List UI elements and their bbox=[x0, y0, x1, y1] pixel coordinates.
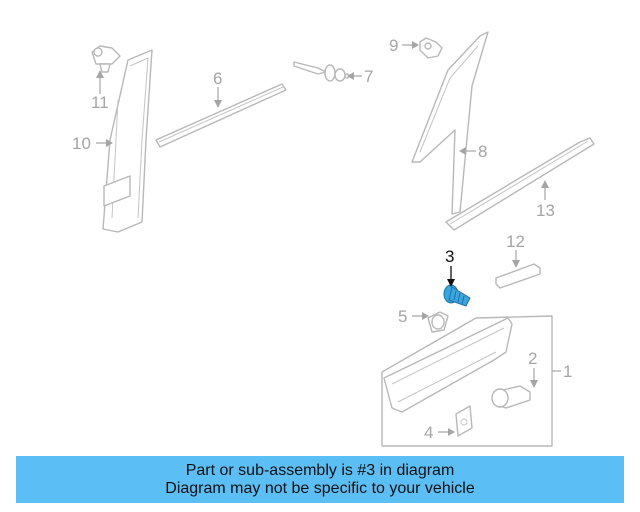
part-1-handle-assembly[interactable] bbox=[381, 315, 553, 447]
callout-6: 6 bbox=[213, 69, 222, 88]
part-6-trim-strip[interactable] bbox=[155, 83, 287, 148]
callout-5: 5 bbox=[398, 307, 407, 326]
part-13-belt-strip[interactable] bbox=[445, 137, 595, 231]
banner-line-2: Diagram may not be specific to your vehi… bbox=[165, 479, 475, 497]
part-7-rivet[interactable] bbox=[293, 61, 350, 82]
parts-diagram: 11 10 6 7 9 8 13 12 3 5 2 1 4 bbox=[72, 31, 595, 447]
callout-11: 11 bbox=[91, 93, 109, 112]
info-banner: Part or sub-assembly is #3 in diagram Di… bbox=[16, 456, 624, 503]
part-4-bracket[interactable] bbox=[455, 405, 473, 437]
callout-13: 13 bbox=[536, 201, 555, 220]
callout-9: 9 bbox=[389, 36, 398, 55]
part-12-pad[interactable] bbox=[495, 263, 541, 289]
part-5-grommet[interactable] bbox=[427, 311, 449, 333]
callout-3-leader bbox=[447, 266, 455, 287]
part-2-cylinder[interactable] bbox=[491, 385, 531, 409]
callout-3: 3 bbox=[445, 247, 454, 266]
part-8-window-trim[interactable] bbox=[411, 31, 489, 215]
callout-7: 7 bbox=[364, 67, 373, 86]
callout-8: 8 bbox=[478, 142, 487, 161]
part-10-pillar-trim[interactable] bbox=[102, 49, 153, 233]
part-11-clip[interactable] bbox=[91, 45, 121, 73]
callout-12: 12 bbox=[506, 232, 525, 251]
callout-leaders bbox=[96, 41, 561, 436]
part-3-screw[interactable] bbox=[443, 284, 471, 307]
banner-line-1: Part or sub-assembly is #3 in diagram bbox=[185, 461, 455, 479]
callout-1: 1 bbox=[563, 362, 572, 381]
callout-10: 10 bbox=[72, 134, 91, 153]
callout-4: 4 bbox=[424, 423, 433, 442]
callout-2: 2 bbox=[528, 349, 537, 368]
part-9-clip[interactable] bbox=[419, 37, 443, 59]
